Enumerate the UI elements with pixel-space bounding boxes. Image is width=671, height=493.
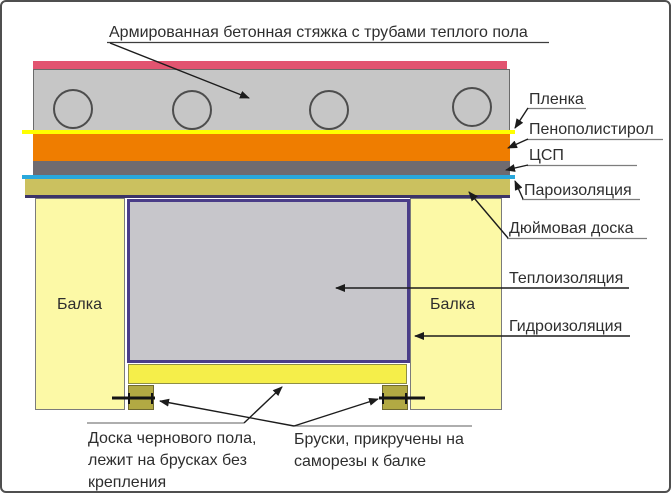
penopolistirol-arrow — [507, 138, 529, 149]
label-paroizolyatsiya: Пароизоляция — [524, 182, 632, 199]
label-csp: ЦСП — [529, 147, 564, 164]
inch-board-bottom-edge — [25, 195, 510, 198]
label-doska-chernovogo-pola: Доска чернового пола, лежит на брусках б… — [88, 430, 257, 491]
polystyrene-foam-layer — [33, 134, 510, 161]
label-balka-left: Балка — [57, 296, 102, 313]
label-penopolistirol: Пенополистирол — [529, 121, 654, 138]
reinforced-screed-top-layer — [33, 61, 507, 70]
concrete-screed-layer — [33, 69, 510, 131]
label-dyuymovaya-doska: Дюймовая доска — [509, 220, 634, 237]
label-teploizolyatsiya: Теплоизоляция — [509, 270, 624, 287]
vapor-barrier-layer — [22, 175, 515, 179]
label-gidroizolyatsiya: Гидроизоляция — [509, 318, 623, 335]
paroizolyatsiya-arrow — [514, 180, 524, 200]
inch-board-layer — [25, 179, 510, 195]
beam-left — [35, 198, 125, 410]
plenka-arrow — [514, 107, 529, 129]
title-label: Армированная бетонная стяжка с трубами т… — [109, 24, 528, 41]
label-balka-right: Балка — [430, 296, 475, 313]
heating-pipe — [172, 90, 212, 130]
brusok-block-left — [128, 385, 154, 410]
doska-label-arrow — [243, 386, 283, 424]
heating-pipe — [53, 89, 93, 129]
heating-pipe — [309, 90, 349, 130]
label-bruski: Бруски, прикручены на саморезы к балке — [294, 431, 464, 470]
heating-pipe — [452, 87, 492, 127]
subfloor-board — [128, 364, 407, 384]
brusok-block-right — [382, 385, 408, 410]
label-plenka: Пленка — [529, 91, 584, 108]
film-layer — [22, 130, 515, 134]
insulation-block-with-waterproofing-border — [127, 199, 410, 363]
bruski-label-arrow-left — [159, 398, 295, 427]
bruski-label-arrow-right — [293, 397, 379, 427]
csp-board-layer — [33, 161, 510, 175]
